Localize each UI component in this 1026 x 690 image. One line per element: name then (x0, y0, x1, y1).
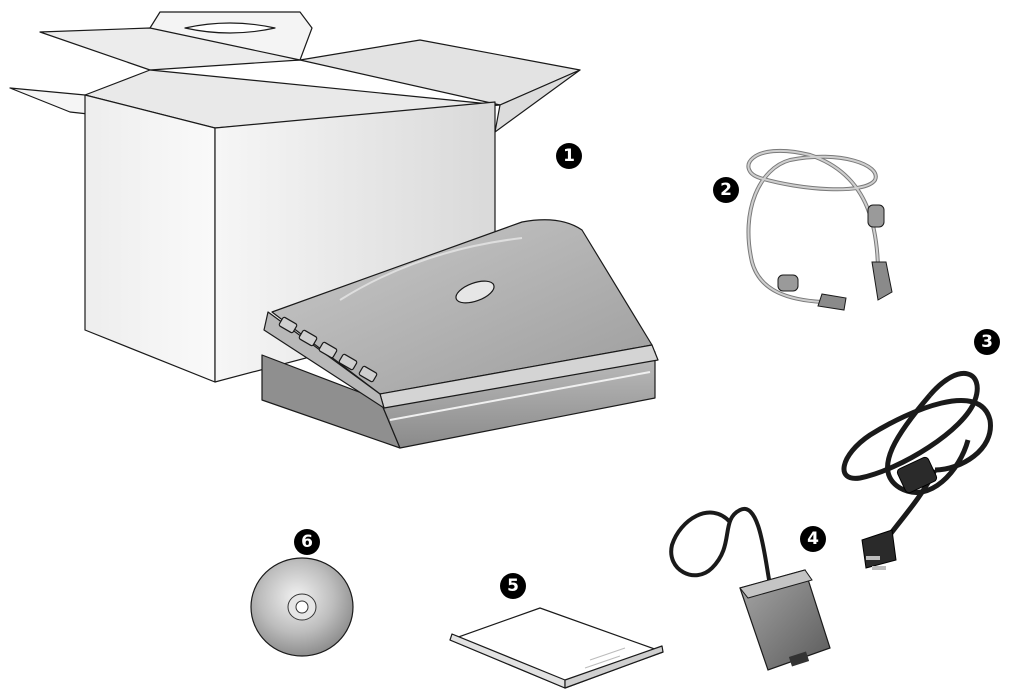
usb-cable-illustration (746, 148, 893, 311)
callout-2: 2 (713, 177, 739, 203)
callout-4: 4 (800, 526, 826, 552)
callout-1: 1 (556, 143, 582, 169)
callout-5: 5 (500, 573, 526, 599)
callout-6: 6 (294, 529, 320, 555)
power-adapter-illustration (669, 506, 831, 671)
manual-illustration (449, 607, 664, 689)
scanner-illustration (261, 219, 659, 449)
callout-3: 3 (974, 329, 1000, 355)
cd-rom-illustration (250, 557, 354, 657)
power-cord-illustration (841, 371, 993, 570)
